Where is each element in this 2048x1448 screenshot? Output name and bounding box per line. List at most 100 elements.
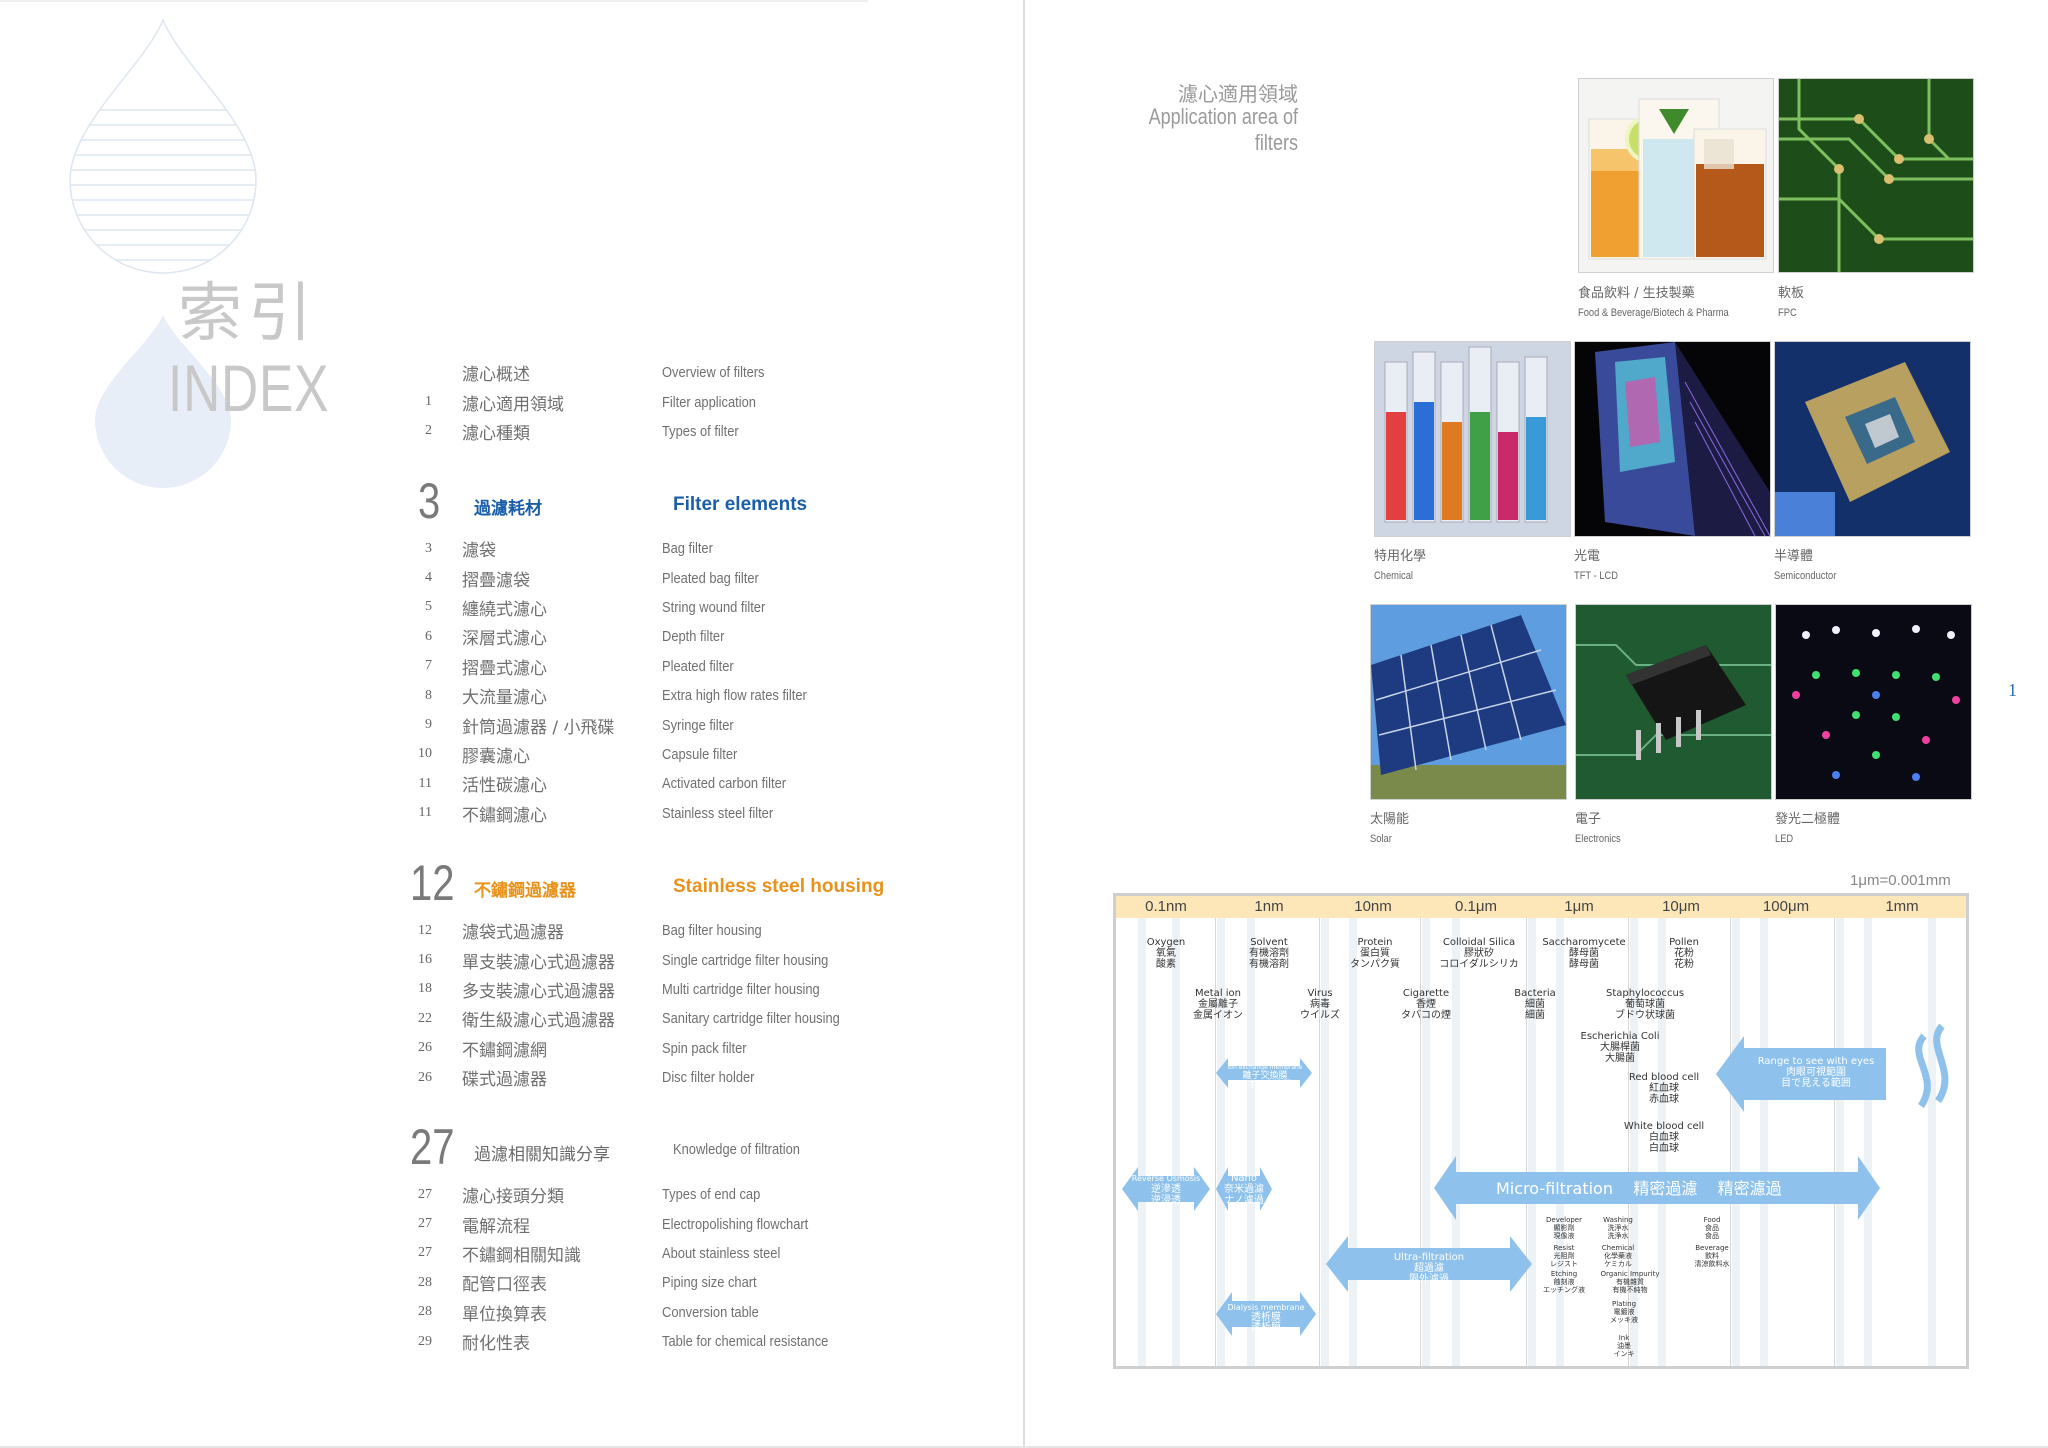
- section-number: 12: [410, 855, 455, 911]
- application-title-zh: 濾心適用領域: [1178, 82, 1298, 106]
- caption-zh: 食品飲料 / 生技製藥: [1578, 286, 1695, 301]
- caption-zh: 光電: [1574, 549, 1601, 564]
- section-title-en: Filter elements: [673, 494, 808, 515]
- scale-label: 0.1μm: [1455, 898, 1497, 915]
- scale-label: 10μm: [1662, 898, 1700, 915]
- scale-label: 1mm: [1885, 898, 1919, 915]
- section-title-en: Knowledge of filtration: [673, 1141, 800, 1158]
- section-title-zh: 過濾相關知識分享: [474, 1145, 610, 1165]
- caption-en: LED: [1775, 833, 1794, 845]
- water-drop-graphic: [69, 17, 257, 488]
- page-top-edge: [0, 0, 868, 2]
- section-title-en: Stainless steel housing: [673, 876, 885, 897]
- section-number: 27: [410, 1119, 455, 1175]
- caption-en: FPC: [1778, 307, 1797, 319]
- page-bottom-edge: [0, 1446, 2048, 1448]
- section-title-zh: 過濾耗材: [474, 499, 542, 519]
- caption-zh: 特用化學: [1374, 549, 1427, 564]
- application-title-en: Application area of filters: [1148, 104, 1298, 155]
- unit-note: 1μm=0.001mm: [1850, 872, 1951, 889]
- page-spread-divider: [1023, 0, 1025, 1448]
- photo-tft-lcd: [1574, 341, 1771, 537]
- caption-en: Chemical: [1374, 570, 1413, 582]
- photo-chemical: [1374, 341, 1571, 537]
- photo-fpc: [1778, 78, 1974, 273]
- range-label-micro-filtration: Micro-filtration 精密過濾 精密濾過: [1496, 1179, 1782, 1198]
- photo-electronics: [1575, 604, 1772, 800]
- photo-led: [1775, 604, 1972, 800]
- scale-label: 1μm: [1564, 898, 1594, 915]
- section-number: 3: [418, 473, 441, 529]
- photo-food-beverage: [1578, 78, 1774, 273]
- scale-bar: [1116, 896, 1966, 918]
- caption-zh: 軟板: [1778, 286, 1805, 301]
- photo-solar: [1370, 604, 1567, 800]
- filtration-range-arrows: [1122, 1023, 1949, 1336]
- caption-zh: 發光二極體: [1775, 812, 1841, 827]
- photo-semiconductor: [1774, 341, 1971, 537]
- caption-zh: 太陽能: [1370, 812, 1410, 827]
- section-title-zh: 不鏽鋼過濾器: [474, 881, 576, 901]
- scale-label: 1nm: [1254, 898, 1284, 915]
- scale-label: 100μm: [1762, 898, 1810, 915]
- scale-label: 10nm: [1354, 898, 1392, 915]
- caption-en: Electronics: [1575, 833, 1621, 845]
- caption-en: Semiconductor: [1774, 570, 1837, 582]
- index-title-en: INDEX: [168, 351, 330, 425]
- index-title-zh: 索引: [178, 277, 318, 351]
